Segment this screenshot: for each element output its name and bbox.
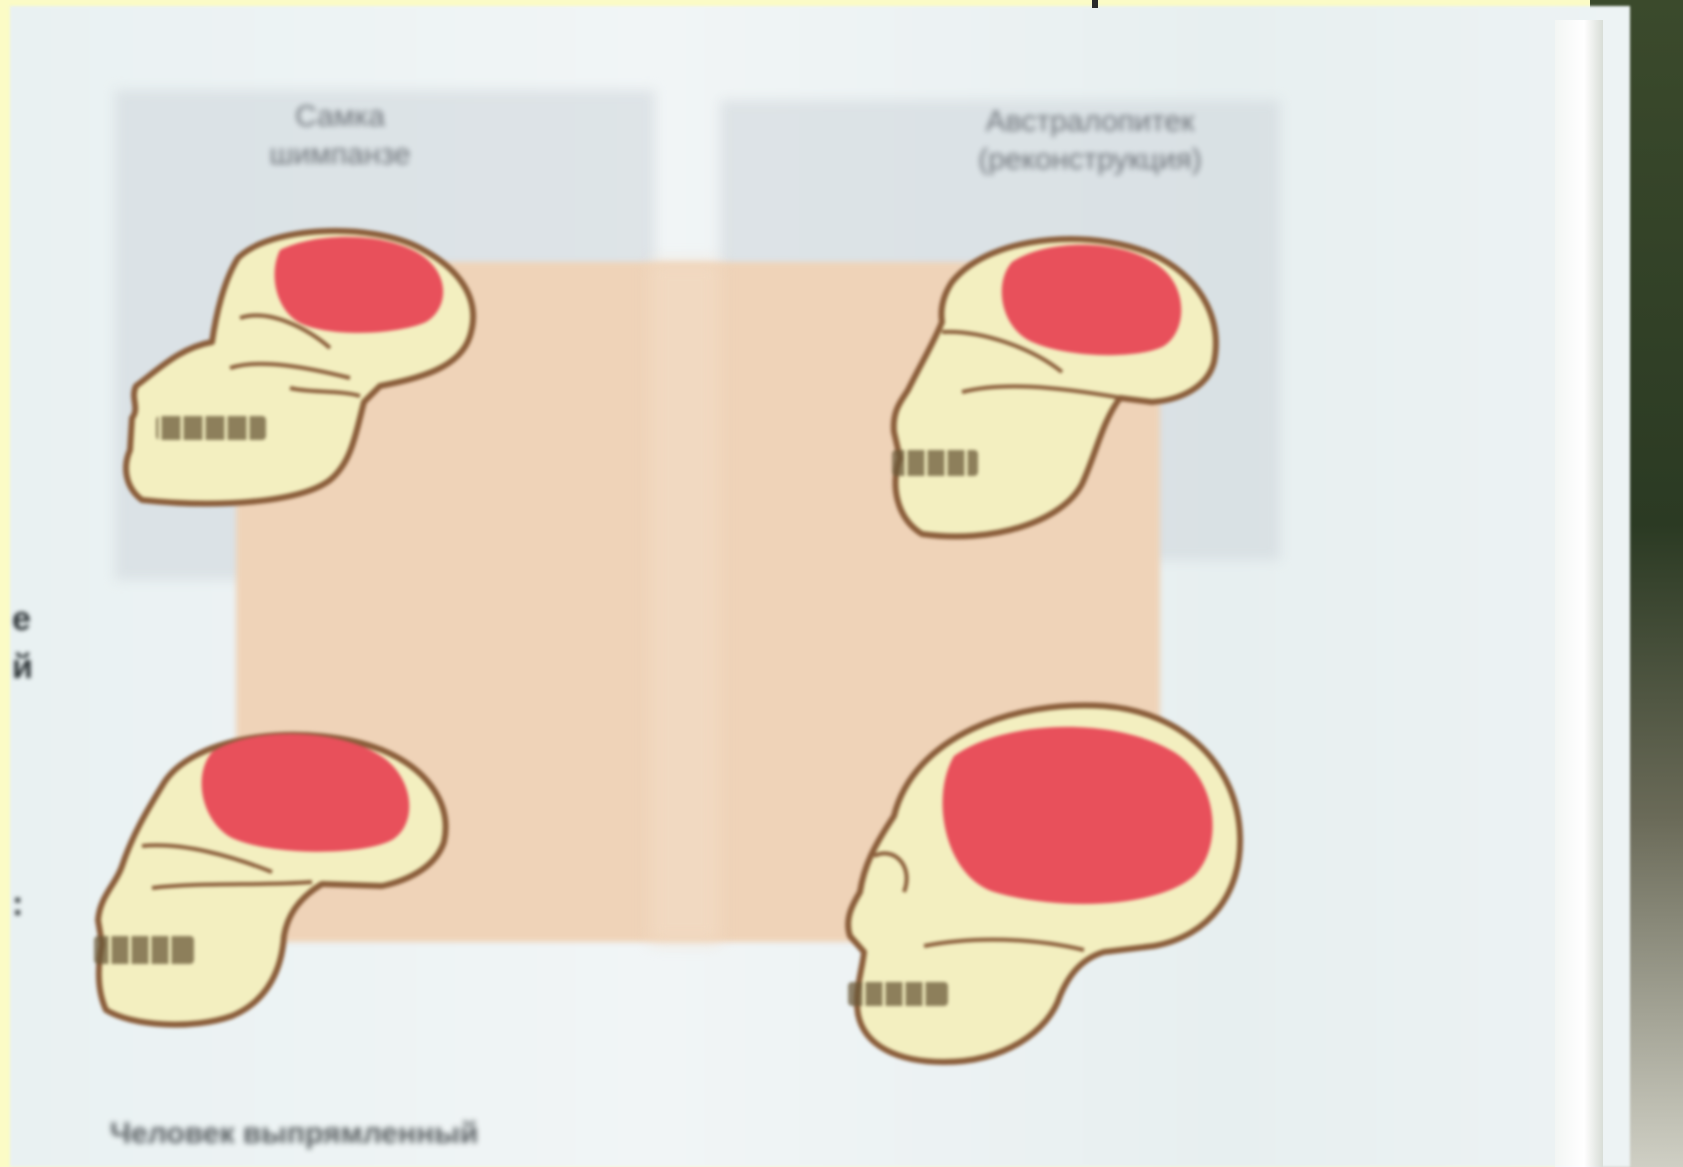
caption-homo-erectus: Человек выпрямленный xyxy=(110,1115,590,1153)
margin-text-fragment: й xyxy=(12,648,33,687)
margin-text-fragment: : xyxy=(12,885,23,924)
book-page-edge xyxy=(1555,20,1603,1167)
caption-australopithecus: Австралопитек (реконструкция) xyxy=(910,103,1270,179)
page-top-mark xyxy=(1092,0,1098,8)
ape-skull-icon xyxy=(120,218,520,518)
beige-block-divider xyxy=(650,262,720,942)
caption-chimpanzee: Самка шимпанзе xyxy=(230,98,450,174)
margin-text-fragment: е xyxy=(12,600,31,639)
human-skull-icon xyxy=(834,696,1254,1076)
ape-skull-icon xyxy=(882,222,1252,562)
hominid-skull-icon xyxy=(92,716,472,1036)
